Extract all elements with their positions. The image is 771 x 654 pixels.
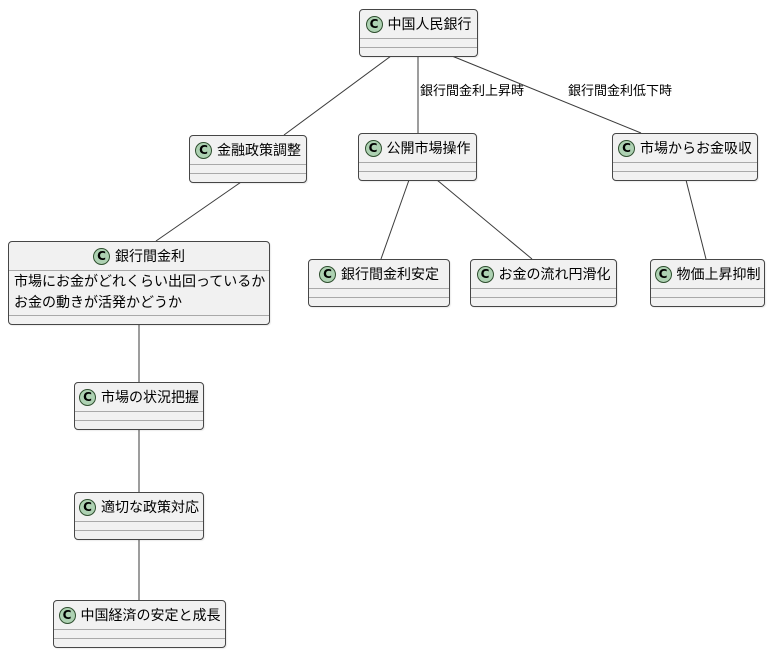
class-label: お金の流れ円滑化	[498, 267, 611, 283]
class-stereotype-icon: C	[654, 265, 672, 283]
class-label: 金融政策調整	[217, 143, 301, 159]
class-node-stable: C 銀行間金利安定	[308, 259, 450, 307]
empty-compartment	[54, 638, 225, 647]
class-node-absorb: C 市場からお金吸収	[612, 133, 758, 181]
empty-compartment	[54, 629, 225, 638]
class-stereotype-icon: C	[364, 139, 382, 157]
empty-compartment	[190, 173, 306, 182]
edge-label-omo: 銀行間金利上昇時	[420, 84, 525, 99]
class-description: 市場にお金がどれくらい出回っているかお金の動きが活発かどうか	[9, 270, 269, 315]
relationship-edge-pboc-mpa	[283, 55, 392, 136]
class-label: 銀行間金利安定	[341, 267, 439, 283]
relationship-edge-absorb-price	[685, 179, 707, 260]
empty-compartment	[309, 297, 449, 306]
relationship-edge-omo-stable	[380, 179, 410, 260]
class-stereotype-icon: C	[365, 15, 383, 33]
class-title: C 銀行間金利	[9, 242, 269, 270]
class-stereotype-icon: C	[79, 498, 96, 516]
empty-compartment	[75, 420, 203, 429]
relationship-edge-omo-flow	[436, 179, 533, 260]
class-description-line: お金の動きが活発かどうか	[14, 295, 182, 311]
empty-compartment	[9, 315, 269, 324]
class-stereotype-icon: C	[79, 388, 96, 406]
class-label: 中国人民銀行	[387, 17, 472, 33]
empty-compartment	[75, 411, 203, 420]
class-label: 中国経済の安定と成長	[80, 608, 221, 624]
class-title: C 市場の状況把握	[75, 383, 203, 411]
class-title: C 適切な政策対応	[75, 493, 203, 521]
class-label: 公開市場操作	[386, 141, 471, 157]
class-title: C 銀行間金利安定	[309, 260, 449, 288]
class-title: C 市場からお金吸収	[613, 134, 757, 162]
empty-compartment	[359, 162, 476, 171]
class-stereotype-icon: C	[476, 265, 494, 283]
empty-compartment	[613, 162, 757, 171]
class-label: 市場の状況把握	[101, 390, 199, 406]
empty-compartment	[471, 297, 616, 306]
empty-compartment	[613, 171, 757, 180]
class-label: 銀行間金利	[115, 249, 185, 265]
empty-compartment	[360, 47, 477, 56]
empty-compartment	[651, 288, 764, 297]
empty-compartment	[651, 297, 764, 306]
empty-compartment	[471, 288, 616, 297]
class-stereotype-icon: C	[195, 141, 212, 159]
empty-compartment	[75, 521, 203, 530]
class-stereotype-icon: C	[58, 606, 76, 624]
class-label: 市場からお金吸収	[640, 141, 752, 157]
class-label: 適切な政策対応	[101, 500, 199, 516]
empty-compartment	[309, 288, 449, 297]
empty-compartment	[359, 171, 476, 180]
class-description-line: 市場にお金がどれくらい出回っているか	[14, 274, 266, 290]
empty-compartment	[360, 38, 477, 47]
class-title: C 金融政策調整	[190, 136, 306, 164]
class-node-mpa: C 金融政策調整	[189, 135, 307, 183]
relationship-edge-mpa-ibr	[155, 179, 245, 242]
edge-label-absorb: 銀行間金利低下時	[568, 84, 673, 99]
class-label: 物価上昇抑制	[676, 267, 761, 283]
class-node-policy: C 適切な政策対応	[74, 492, 204, 540]
class-node-grasp: C 市場の状況把握	[74, 382, 204, 430]
empty-compartment	[75, 530, 203, 539]
relationship-edge-pboc-absorb	[451, 55, 642, 134]
empty-compartment	[190, 164, 306, 173]
class-stereotype-icon: C	[319, 265, 336, 283]
class-stereotype-icon: C	[93, 247, 110, 265]
class-stereotype-icon: C	[618, 139, 635, 157]
class-node-ibr: C 銀行間金利市場にお金がどれくらい出回っているかお金の動きが活発かどうか	[8, 241, 270, 325]
